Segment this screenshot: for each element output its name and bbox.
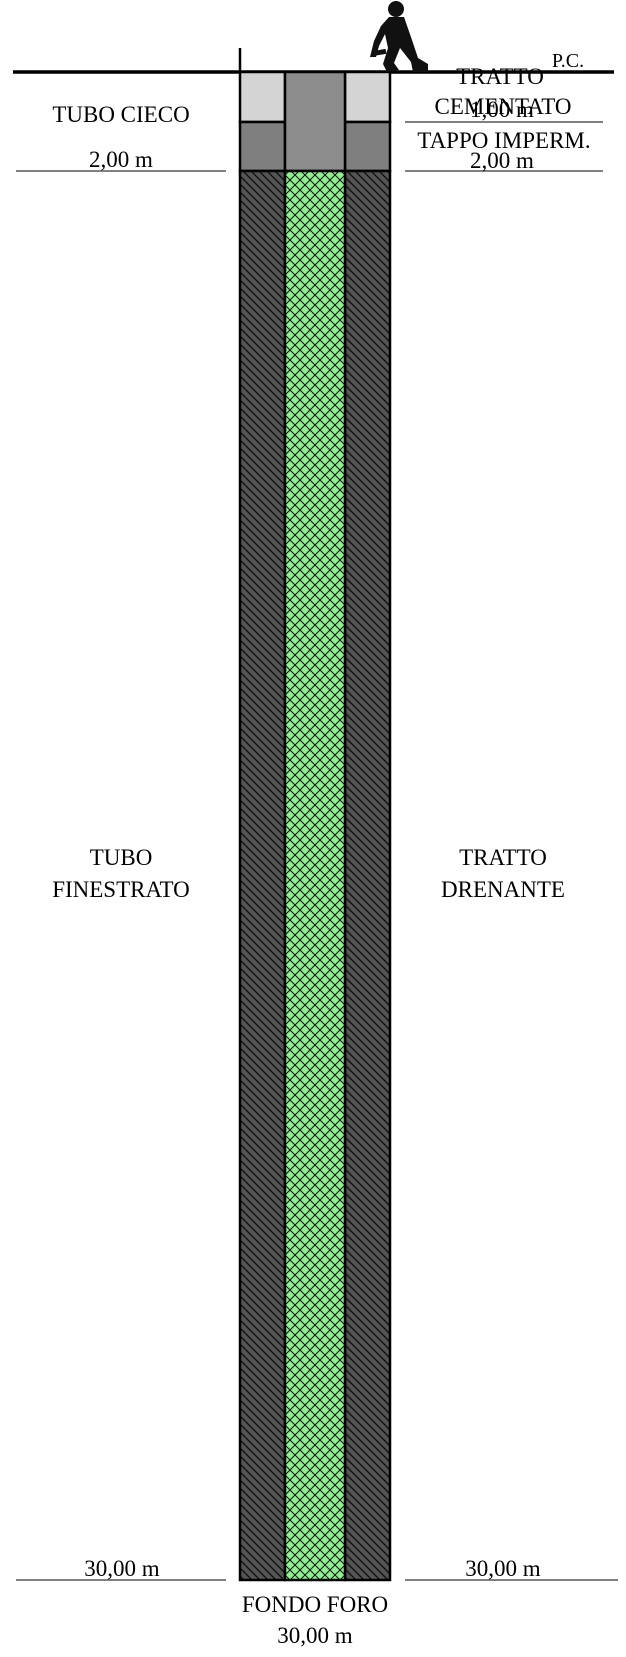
tratto-drenante-line2: DRENANTE xyxy=(441,877,565,902)
fondo-foro-label: FONDO FORO xyxy=(242,1592,388,1617)
cemented-annulus-left xyxy=(238,70,287,124)
slotted-pipe xyxy=(283,169,347,1582)
tappo-imperm-label: TAPPO IMPERM. xyxy=(417,128,590,153)
plug-annulus-left xyxy=(238,120,287,173)
tratto-drenante-line1: TRATTO xyxy=(459,845,547,870)
left-top-depth-label: 2,00 m xyxy=(89,147,153,172)
tratto-cementato-line2: CEMENTATO xyxy=(434,94,571,119)
cementato-depth-label: 1,00 m xyxy=(470,97,534,122)
right-bottom-depth-label: 30,00 m xyxy=(465,1556,541,1581)
plug-annulus-right xyxy=(343,120,392,173)
right-top-depth-label: 2,00 m xyxy=(470,148,534,173)
left-bottom-depth-label: 30,00 m xyxy=(84,1556,160,1581)
tubo-finestrato-line1: TUBO xyxy=(90,845,153,870)
tratto-cementato-line1: TRATTO xyxy=(456,64,544,89)
cemented-annulus-right xyxy=(343,70,392,124)
tubo-cieco-label: TUBO CIECO xyxy=(52,102,189,127)
drainage-annulus-left xyxy=(238,169,287,1582)
blind-pipe xyxy=(283,70,347,173)
person-icon xyxy=(370,1,428,72)
tubo-finestrato-line2: FINESTRATO xyxy=(52,877,190,902)
fondo-depth-label: 30,00 m xyxy=(277,1623,353,1648)
pc-label: P.C. xyxy=(552,50,584,72)
drainage-annulus-right xyxy=(343,169,392,1582)
